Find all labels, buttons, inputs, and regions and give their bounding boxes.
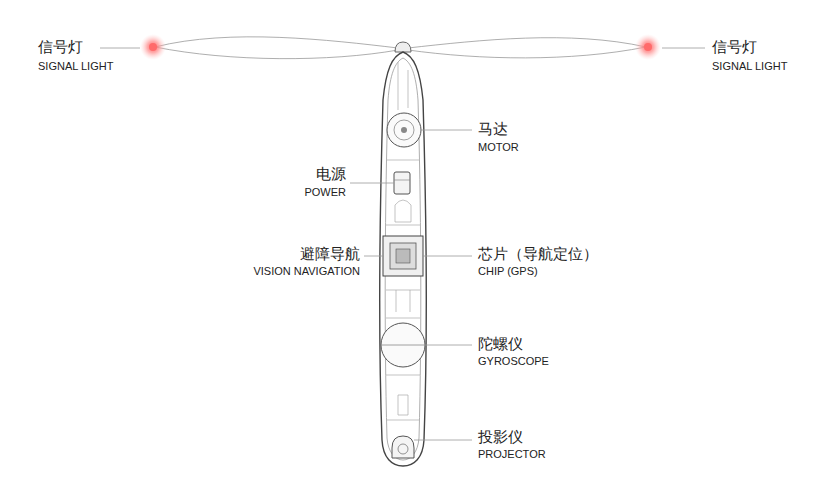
- propeller-blade: [155, 37, 398, 59]
- part-name-english: VISION NAVIGATION: [253, 265, 360, 277]
- pen-body: [380, 52, 426, 466]
- signal-light-core: [149, 43, 157, 51]
- part-name-english: PROJECTOR: [478, 448, 546, 460]
- signal-light-core: [644, 43, 652, 51]
- rotor-hub: [395, 42, 411, 52]
- part-name-english: SIGNAL LIGHT: [38, 60, 113, 72]
- part-name: 电源: [316, 166, 346, 183]
- part-name: 信号灯: [38, 39, 83, 56]
- projector: [392, 436, 414, 458]
- motor: [387, 113, 421, 147]
- gyroscope: [381, 323, 425, 367]
- part-name: 投影仪: [478, 429, 523, 446]
- pen-inner-wall: [385, 58, 421, 460]
- signal-light: [635, 34, 661, 60]
- part-name-english: CHIP (GPS): [478, 265, 538, 277]
- part-name-english: POWER: [304, 186, 346, 198]
- part-name: 信号灯: [712, 39, 757, 56]
- signal-light: [140, 34, 166, 60]
- part-name: 避障导航: [300, 246, 360, 263]
- power-cell: [394, 172, 410, 194]
- propeller-blade: [408, 38, 646, 58]
- part-name-english: GYROSCOPE: [478, 355, 549, 367]
- part-name-english: SIGNAL LIGHT: [712, 60, 787, 72]
- chip: [383, 236, 423, 276]
- leader-lines: [100, 48, 705, 440]
- part-name: 陀螺仪: [478, 336, 523, 353]
- part-name: 芯片（导航定位）: [478, 246, 598, 263]
- part-name-english: MOTOR: [478, 141, 519, 153]
- part-name: 马达: [478, 121, 508, 138]
